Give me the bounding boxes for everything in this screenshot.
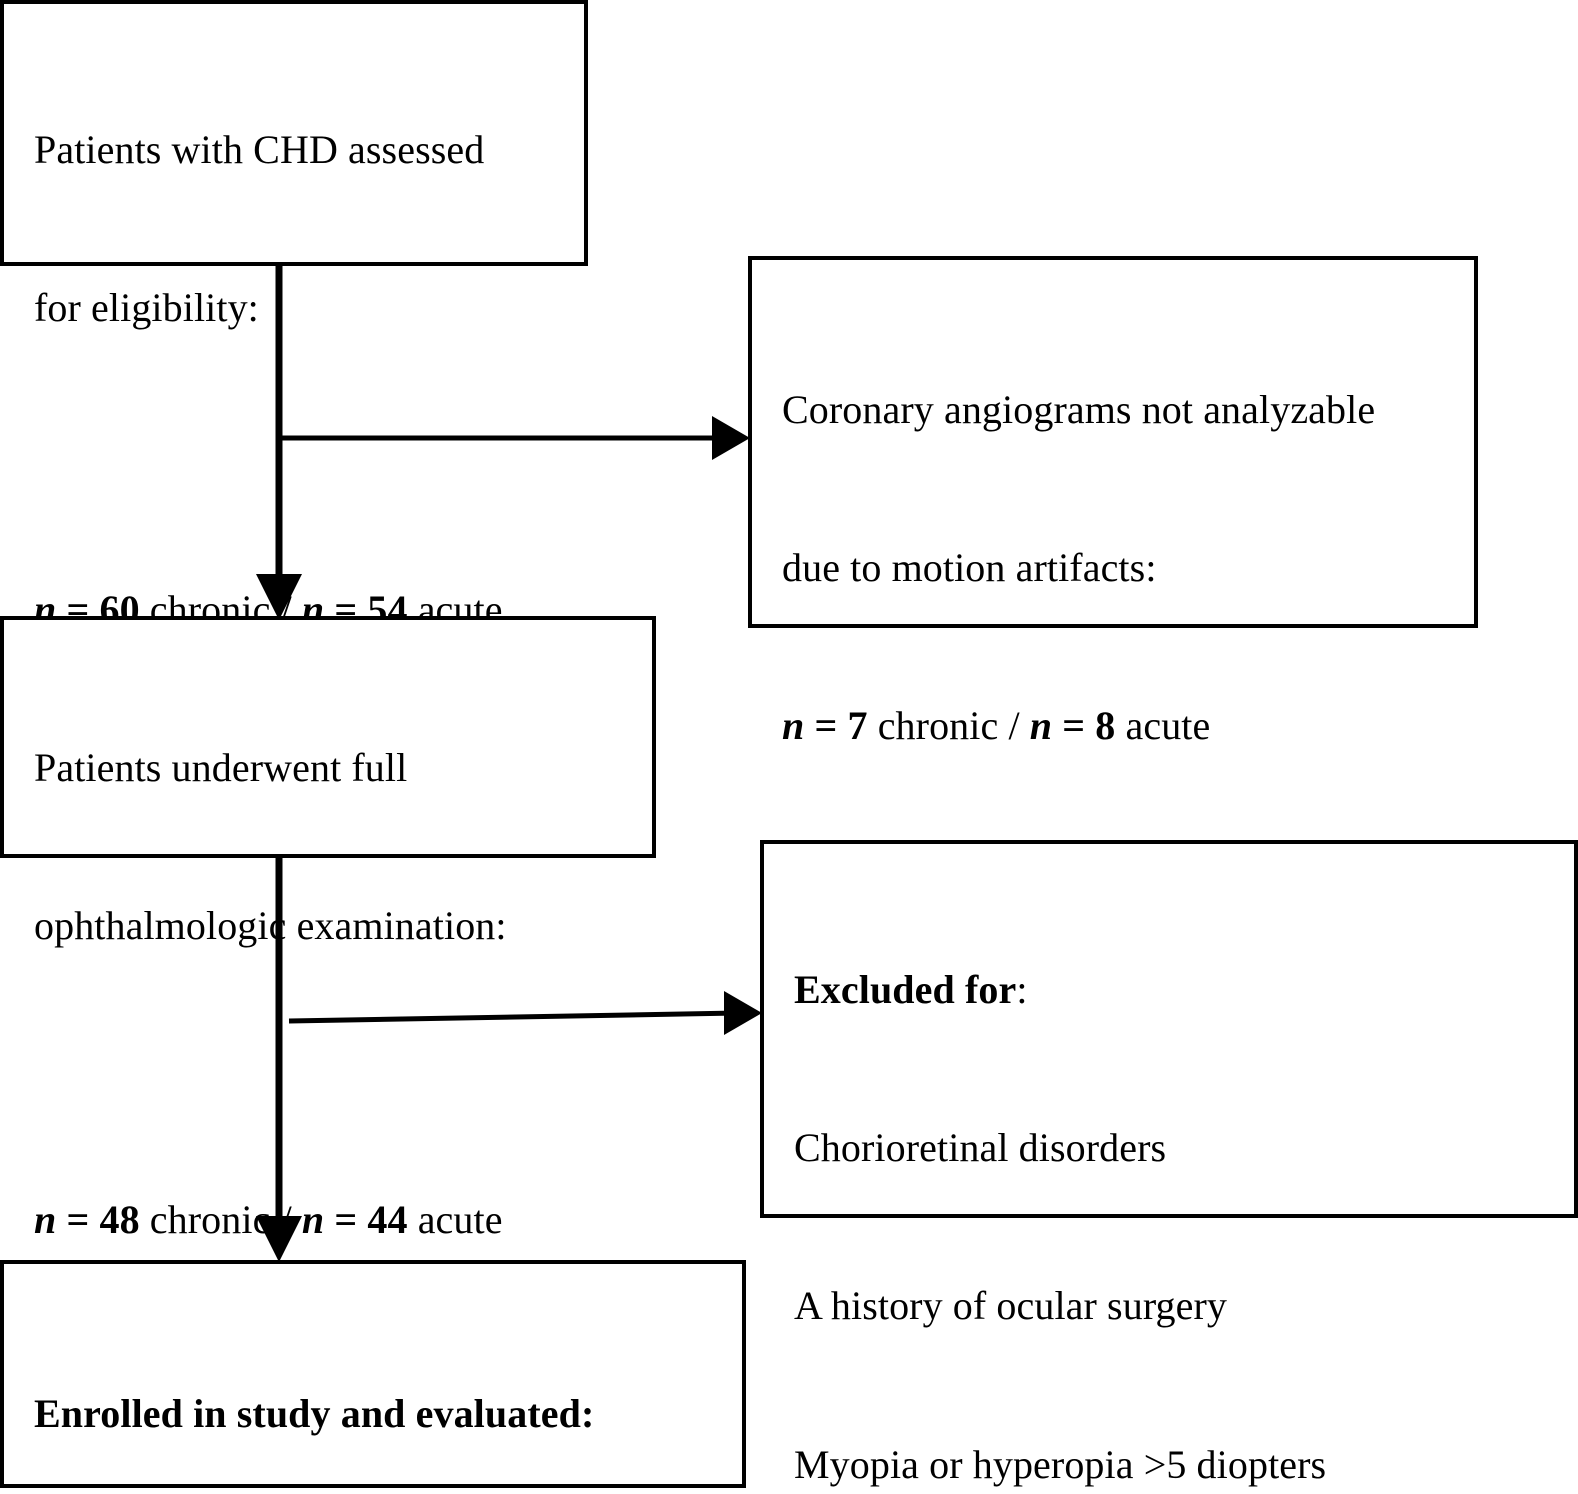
equals-symbol: = — [814, 703, 838, 749]
acute-label: acute — [417, 1196, 503, 1242]
separator: / — [280, 1196, 292, 1242]
box-enrolled-in-study: Enrolled in study and evaluated: n = 38 … — [0, 1260, 746, 1488]
box-excluded-heading: Excluded for: — [794, 964, 1560, 1017]
equals-symbol-2: = — [334, 1196, 358, 1242]
arrowhead-right-excluded — [724, 991, 762, 1035]
box-angiograms-not-analyzable: Coronary angiograms not analyzable due t… — [748, 256, 1478, 1209]
n-symbol: n — [782, 703, 805, 749]
box-patients-underwent-examination: Patients underwent full ophthalmologic e… — [0, 616, 656, 1242]
box-exam-counts: n = 48 chronic / n = 44 acute — [34, 1194, 638, 1247]
chronic-label: chronic — [877, 703, 999, 749]
arrowhead-right-angiograms — [712, 416, 750, 460]
box-angiograms-counts: n = 7 chronic / n = 8 acute — [782, 700, 1460, 753]
excluded-heading-colon: : — [1016, 966, 1028, 1012]
excluded-reason: A history of ocular surgery — [794, 1283, 1227, 1329]
box-eligibility-line-1: Patients with CHD assessed — [34, 126, 485, 172]
separator: / — [1008, 703, 1020, 749]
spacer — [34, 1058, 638, 1088]
box-patients-assessed-for-eligibility: Patients with CHD assessed for eligibili… — [0, 0, 588, 632]
box-exam-line-1: Patients underwent full — [34, 744, 408, 790]
equals-symbol-2: = — [1062, 703, 1086, 749]
chronic-count: 48 — [99, 1196, 140, 1242]
box-eligibility-line-2: for eligibility: — [34, 284, 259, 330]
box-enrolled-body: Enrolled in study and evaluated: n = 38 … — [34, 1282, 728, 1494]
separator: / — [280, 586, 292, 632]
n-symbol-2: n — [301, 1196, 325, 1242]
box-angiograms-line-2: due to motion artifacts: — [782, 544, 1157, 590]
box-enrolled-heading: Enrolled in study and evaluated: — [34, 1390, 595, 1436]
box-excluded-for: Excluded for: Chorioretinal disorders A … — [760, 840, 1578, 1487]
spacer — [34, 440, 570, 478]
equals-symbol: = — [66, 1196, 90, 1242]
box-exam-body: Patients underwent full ophthalmologic e… — [34, 636, 638, 1352]
chronic-label: chronic — [149, 1196, 271, 1242]
excluded-reason: Myopia or hyperopia >5 diopters — [794, 1441, 1327, 1487]
acute-count: 44 — [367, 1196, 408, 1242]
excluded-reason: Chorioretinal disorders — [794, 1124, 1167, 1170]
acute-count: 8 — [1095, 703, 1116, 749]
excluded-heading-text: Excluded for — [794, 966, 1017, 1012]
chronic-count: 7 — [847, 703, 868, 749]
acute-label: acute — [1125, 703, 1211, 749]
box-excluded-body: Excluded for: Chorioretinal disorders A … — [794, 858, 1560, 1494]
n-symbol-2: n — [1029, 703, 1053, 749]
n-symbol: n — [34, 1196, 57, 1242]
box-angiograms-line-1: Coronary angiograms not analyzable — [782, 386, 1376, 432]
box-exam-line-2: ophthalmologic examination: — [34, 902, 507, 948]
